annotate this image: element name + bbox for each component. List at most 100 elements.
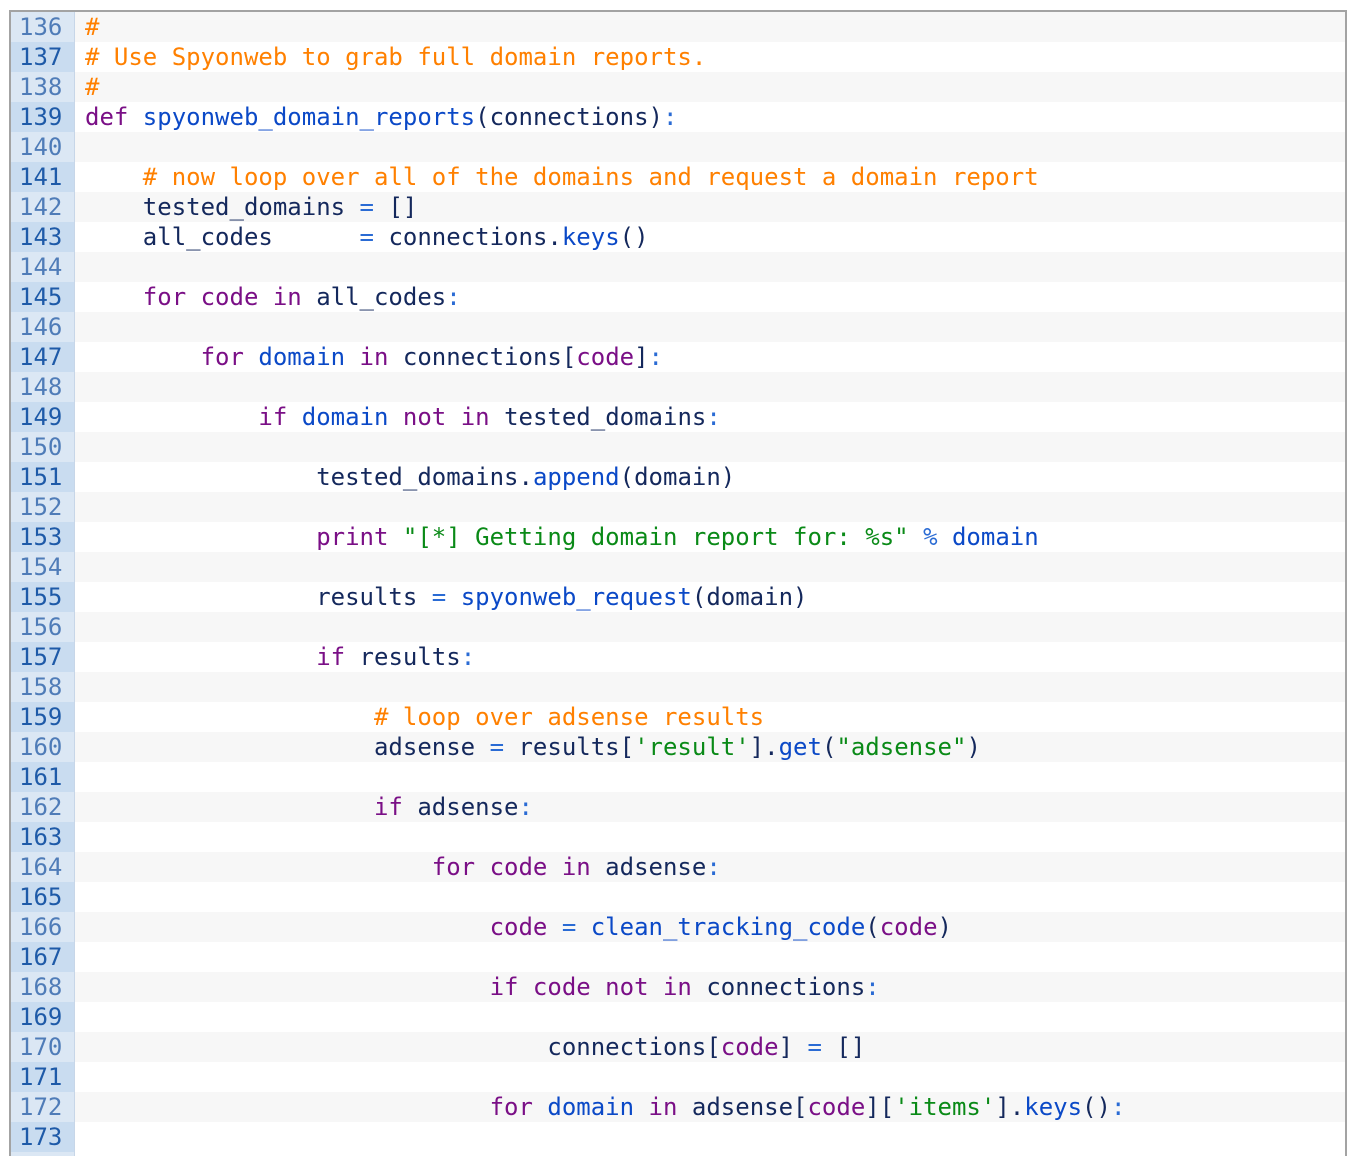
code-token: ] bbox=[778, 1033, 808, 1061]
code-text: tested_domains = [] bbox=[75, 192, 1345, 222]
code-token: ( bbox=[821, 733, 837, 761]
code-text bbox=[75, 1062, 1345, 1092]
code-line: 157 if results: bbox=[11, 642, 1345, 672]
code-token bbox=[85, 343, 201, 371]
code-text: # now loop over all of the domains and r… bbox=[75, 162, 1345, 192]
code-token: results bbox=[85, 583, 432, 611]
code-token: not in bbox=[402, 403, 505, 431]
code-line: 159 # loop over adsense results bbox=[11, 702, 1345, 732]
code-token: = bbox=[561, 913, 591, 941]
code-line: 171 bbox=[11, 1062, 1345, 1092]
code-token: tested_domains bbox=[504, 403, 707, 431]
line-number: 143 bbox=[11, 222, 74, 252]
code-lines: 136#137# Use Spyonweb to grab full domai… bbox=[11, 12, 1345, 1152]
code-token: : bbox=[460, 643, 476, 671]
code-token: spyonweb_domain_reports bbox=[142, 103, 476, 131]
code-token: code bbox=[576, 343, 635, 371]
code-viewer: 136#137# Use Spyonweb to grab full domai… bbox=[9, 10, 1347, 1156]
line-number: 160 bbox=[19, 733, 63, 761]
code-token: # bbox=[85, 13, 100, 41]
line-number: 157 bbox=[11, 642, 74, 672]
line-number: 161 bbox=[11, 762, 74, 792]
code-line: 147 for domain in connections[code]: bbox=[11, 342, 1345, 372]
code-token: domain bbox=[258, 343, 360, 371]
line-number: 144 bbox=[19, 253, 63, 281]
code-token: : bbox=[662, 103, 678, 131]
code-line: 137# Use Spyonweb to grab full domain re… bbox=[11, 42, 1345, 72]
code-token: code bbox=[807, 1093, 866, 1121]
code-line: 149 if domain not in tested_domains: bbox=[11, 402, 1345, 432]
code-text: if adsense: bbox=[75, 792, 1345, 822]
code-token: = bbox=[431, 583, 461, 611]
line-number: 153 bbox=[11, 522, 74, 552]
code-token bbox=[85, 853, 432, 881]
code-token bbox=[85, 703, 374, 731]
code-text bbox=[75, 822, 1345, 852]
code-token: [] bbox=[821, 1033, 866, 1061]
code-token: code bbox=[720, 1033, 779, 1061]
code-token: # bbox=[85, 73, 100, 101]
code-line: 138# bbox=[11, 72, 1345, 102]
code-text: for code in all_codes: bbox=[75, 282, 1345, 312]
code-text: # bbox=[75, 72, 1345, 102]
line-number: 150 bbox=[19, 433, 63, 461]
code-line: 152 bbox=[11, 492, 1345, 522]
line-number: 171 bbox=[11, 1062, 74, 1092]
line-number: 163 bbox=[11, 822, 74, 852]
code-token: get bbox=[778, 733, 822, 761]
code-token: adsense bbox=[85, 733, 490, 761]
code-line: 165 bbox=[11, 882, 1345, 912]
code-line: 153 print "[*] Getting domain report for… bbox=[11, 522, 1345, 552]
line-number: 158 bbox=[19, 673, 63, 701]
line-number: 141 bbox=[11, 162, 74, 192]
code-token: if code not in bbox=[489, 973, 707, 1001]
code-text: def spyonweb_domain_reports(connections)… bbox=[75, 102, 1345, 132]
code-text: for domain in adsense[code]['items'].key… bbox=[75, 1092, 1345, 1122]
code-token: adsense bbox=[605, 853, 707, 881]
code-token: in bbox=[359, 343, 403, 371]
code-text: print "[*] Getting domain report for: %s… bbox=[75, 522, 1345, 552]
code-token: keys bbox=[1024, 1093, 1083, 1121]
code-token: 'result' bbox=[634, 733, 750, 761]
line-number: 164 bbox=[19, 853, 63, 881]
code-text: results = spyonweb_request(domain) bbox=[75, 582, 1345, 612]
code-line: 140 bbox=[11, 132, 1345, 162]
line-number: 139 bbox=[11, 102, 74, 132]
code-token: for code in bbox=[431, 853, 606, 881]
code-token: code bbox=[489, 913, 562, 941]
code-token: : bbox=[1110, 1093, 1126, 1121]
code-line: 166 code = clean_tracking_code(code) bbox=[11, 912, 1345, 942]
code-text: adsense = results['result'].get("adsense… bbox=[75, 732, 1345, 762]
code-line: 141 # now loop over all of the domains a… bbox=[11, 162, 1345, 192]
code-token bbox=[85, 523, 316, 551]
code-line: 145 for code in all_codes: bbox=[11, 282, 1345, 312]
code-token: clean_tracking_code bbox=[590, 913, 866, 941]
code-token: = bbox=[807, 1033, 822, 1061]
line-number: 146 bbox=[19, 313, 63, 341]
code-token: "adsense" bbox=[836, 733, 967, 761]
code-text: tested_domains.append(domain) bbox=[75, 462, 1345, 492]
line-number: 137 bbox=[11, 42, 74, 72]
code-token bbox=[85, 163, 143, 191]
line-number: 159 bbox=[11, 702, 74, 732]
code-token: = bbox=[359, 193, 374, 221]
code-line: 142 tested_domains = [] bbox=[11, 192, 1345, 222]
code-token: : bbox=[706, 403, 721, 431]
code-token: for code in bbox=[142, 283, 317, 311]
code-line: 164 for code in adsense: bbox=[11, 852, 1345, 882]
code-token: ] bbox=[634, 343, 649, 371]
code-text bbox=[75, 612, 1345, 642]
line-number: 155 bbox=[11, 582, 74, 612]
code-line: 143 all_codes = connections.keys() bbox=[11, 222, 1345, 252]
code-token: domain bbox=[951, 523, 1039, 551]
code-text bbox=[75, 762, 1345, 792]
code-token: for bbox=[489, 1093, 548, 1121]
line-number: 170 bbox=[19, 1033, 63, 1061]
code-token: ]. bbox=[995, 1093, 1025, 1121]
code-text bbox=[75, 252, 1345, 282]
code-token: connections[ bbox=[402, 343, 577, 371]
code-token: (domain) bbox=[691, 583, 808, 611]
code-text: # Use Spyonweb to grab full domain repor… bbox=[75, 42, 1345, 72]
line-number: 168 bbox=[19, 973, 63, 1001]
code-text bbox=[75, 552, 1345, 582]
